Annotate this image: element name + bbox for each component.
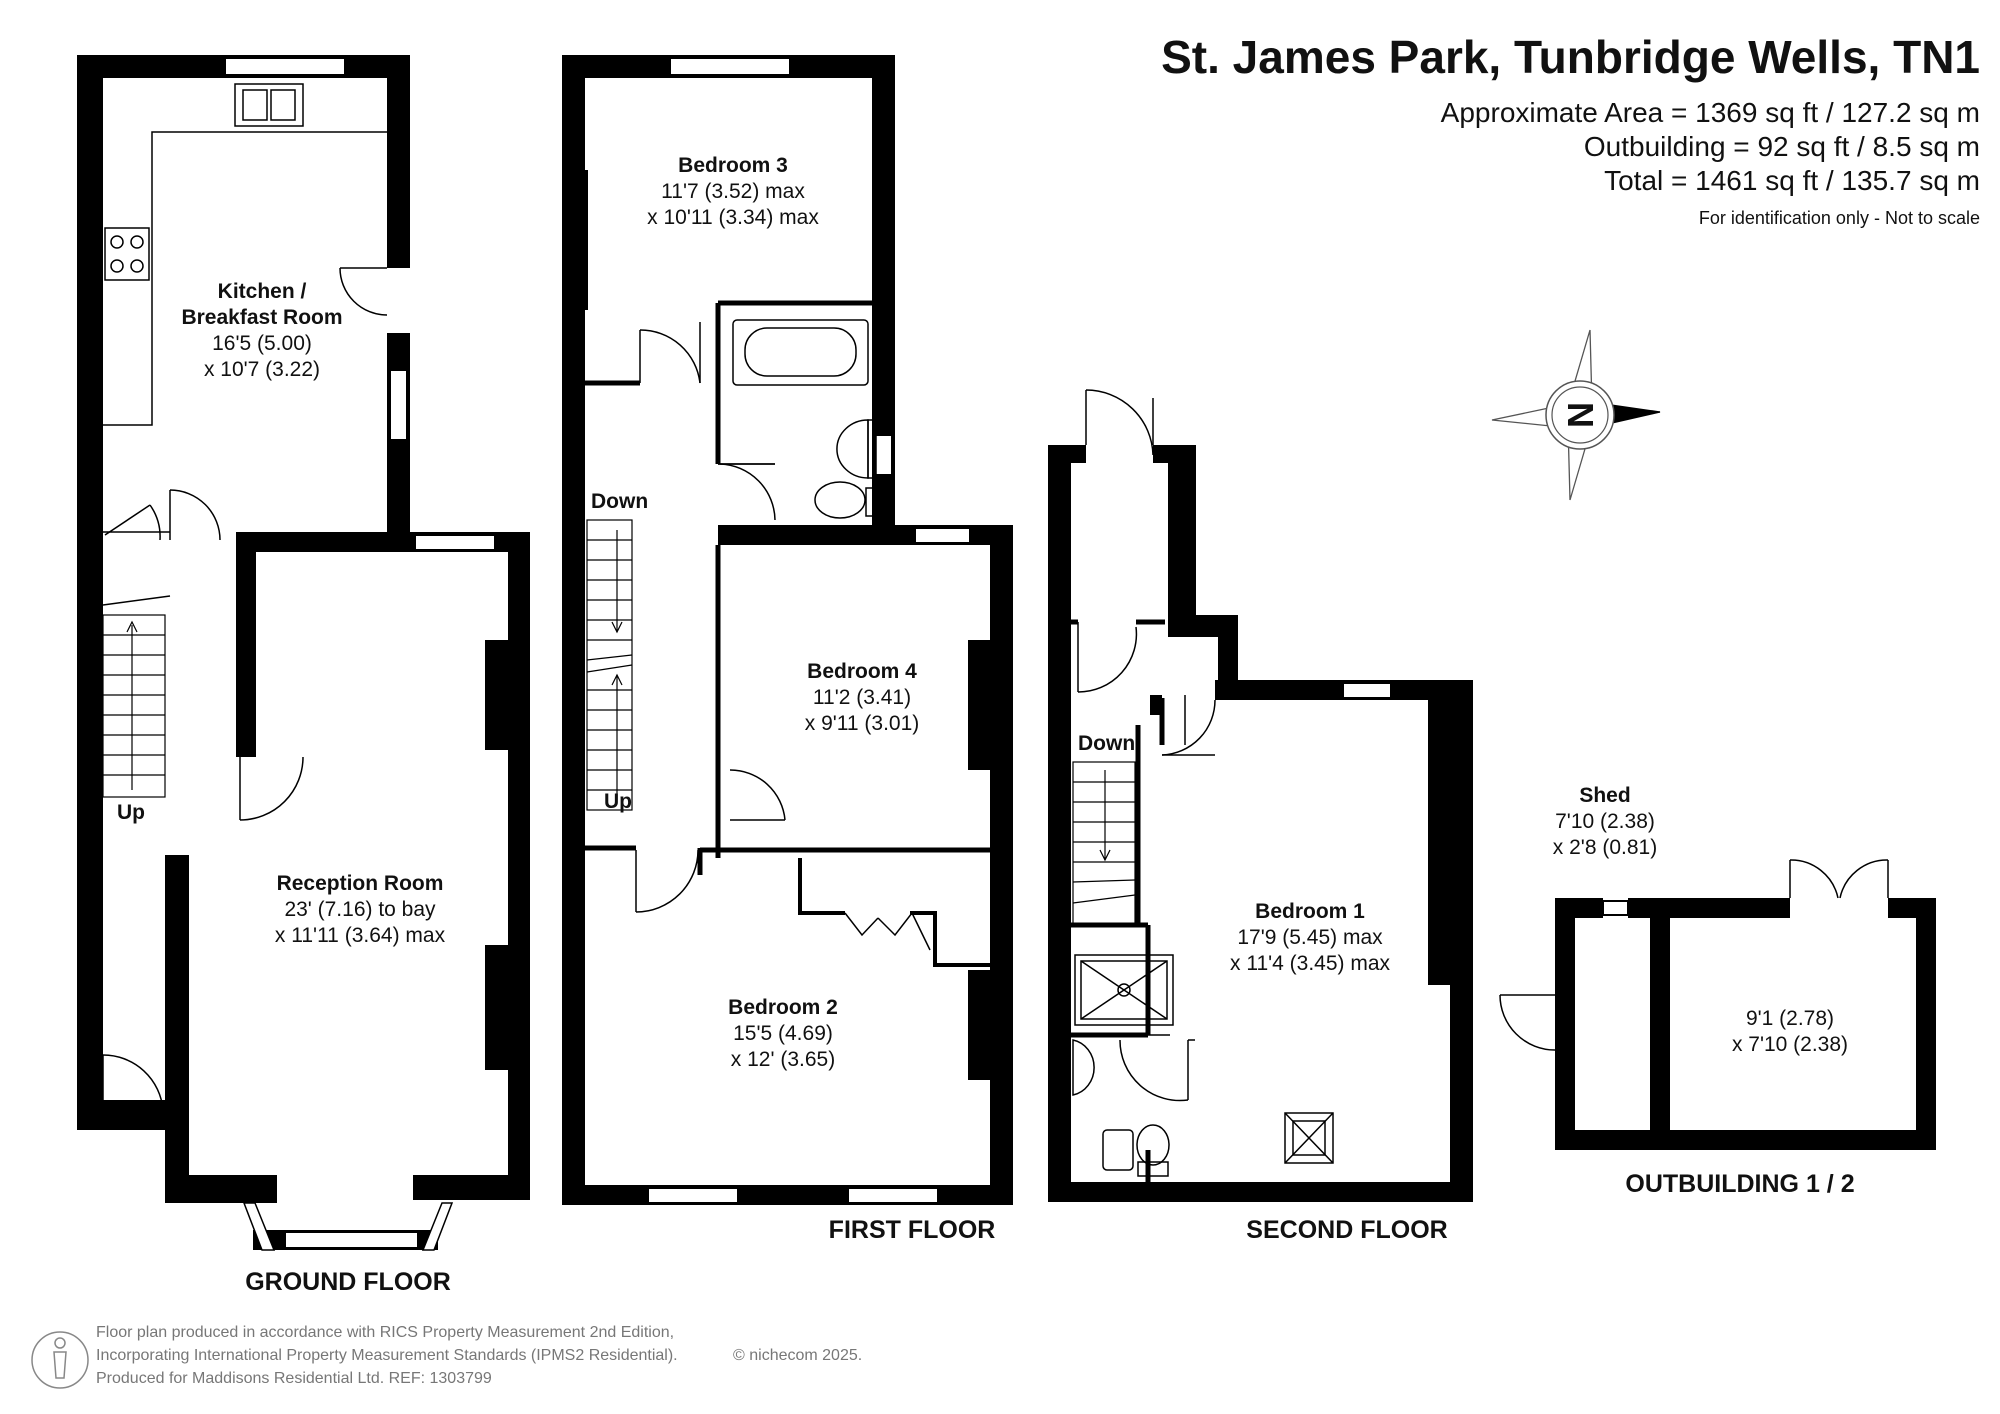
ground-floor-caption: GROUND FLOOR xyxy=(245,1268,451,1296)
bedroom3-dim-2: x 10'11 (3.34) max xyxy=(647,206,819,229)
room-labels: Kitchen / Breakfast Room 16'5 (5.00) x 1… xyxy=(181,154,1848,1071)
reception-dim-2: x 11'11 (3.64) max xyxy=(275,924,446,947)
bedroom2-name: Bedroom 2 xyxy=(728,996,838,1019)
scale-note: For identification only - Not to scale xyxy=(1698,208,1980,228)
person-logo-icon xyxy=(31,1331,89,1389)
bedroom1-name: Bedroom 1 xyxy=(1255,900,1365,923)
shed-name: Shed xyxy=(1579,784,1630,807)
outbuilding-area: Outbuilding = 92 sq ft / 8.5 sq m xyxy=(1583,131,1980,162)
reception-name: Reception Room xyxy=(277,872,444,895)
property-title: St. James Park, Tunbridge Wells, TN1 xyxy=(1161,31,1980,83)
compass-rose-icon xyxy=(1491,329,1661,501)
compass-north-label: N xyxy=(1560,402,1601,428)
floor-captions: GROUND FLOOR FIRST FLOOR SECOND FLOOR OU… xyxy=(245,1170,1854,1296)
bedroom4-dim-1: 11'2 (3.41) xyxy=(813,686,911,709)
reception-dim-1: 23' (7.16) to bay xyxy=(284,898,436,921)
kitchen-name-1: Kitchen / xyxy=(218,280,307,303)
bedroom2-dim-2: x 12' (3.65) xyxy=(731,1048,835,1071)
ground-floor-plan xyxy=(77,55,530,1251)
outbuilding-caption: OUTBUILDING 1 / 2 xyxy=(1625,1170,1854,1198)
kitchen-dim-2: x 10'7 (3.22) xyxy=(204,358,320,381)
first-stairs-down-label: Down xyxy=(591,490,648,513)
outbuilding2-dim-1: 9'1 (2.78) xyxy=(1746,1007,1834,1030)
footer-line-3: Produced for Maddisons Residential Ltd. … xyxy=(96,1370,492,1387)
approximate-area: Approximate Area = 1369 sq ft / 127.2 sq… xyxy=(1440,97,1980,128)
bedroom1-dim-2: x 11'4 (3.45) max xyxy=(1230,952,1391,975)
second-stairs-down-label: Down xyxy=(1078,732,1135,755)
first-floor-plan xyxy=(562,55,1013,1205)
second-floor-plan xyxy=(1048,389,1473,1202)
bedroom4-name: Bedroom 4 xyxy=(807,660,917,683)
shed-dim-1: 7'10 (2.38) xyxy=(1555,810,1655,833)
footer-line-2: Incorporating International Property Mea… xyxy=(96,1347,678,1364)
bedroom4-dim-2: x 9'11 (3.01) xyxy=(805,712,920,735)
kitchen-dim-1: 16'5 (5.00) xyxy=(212,332,312,355)
footer-line-1: Floor plan produced in accordance with R… xyxy=(96,1324,675,1341)
first-floor-caption: FIRST FLOOR xyxy=(829,1216,996,1244)
first-stairs-up-label: Up xyxy=(604,790,632,813)
bedroom3-name: Bedroom 3 xyxy=(678,154,788,177)
ground-stairs-up-label: Up xyxy=(117,801,145,824)
bedroom2-dim-1: 15'5 (4.69) xyxy=(733,1022,833,1045)
kitchen-name-2: Breakfast Room xyxy=(181,306,342,329)
bedroom1-dim-1: 17'9 (5.45) max xyxy=(1237,926,1383,949)
total-area: Total = 1461 sq ft / 135.7 sq m xyxy=(1604,165,1980,196)
outbuilding-plan xyxy=(1499,859,1936,1150)
copyright: © nichecom 2025. xyxy=(733,1347,863,1364)
outbuilding2-dim-2: x 7'10 (2.38) xyxy=(1732,1033,1848,1056)
second-floor-caption: SECOND FLOOR xyxy=(1246,1216,1447,1244)
shed-dim-2: x 2'8 (0.81) xyxy=(1553,836,1657,859)
bedroom3-dim-1: 11'7 (3.52) max xyxy=(661,180,805,203)
stair-labels: Up Down Up Down xyxy=(117,490,1135,824)
